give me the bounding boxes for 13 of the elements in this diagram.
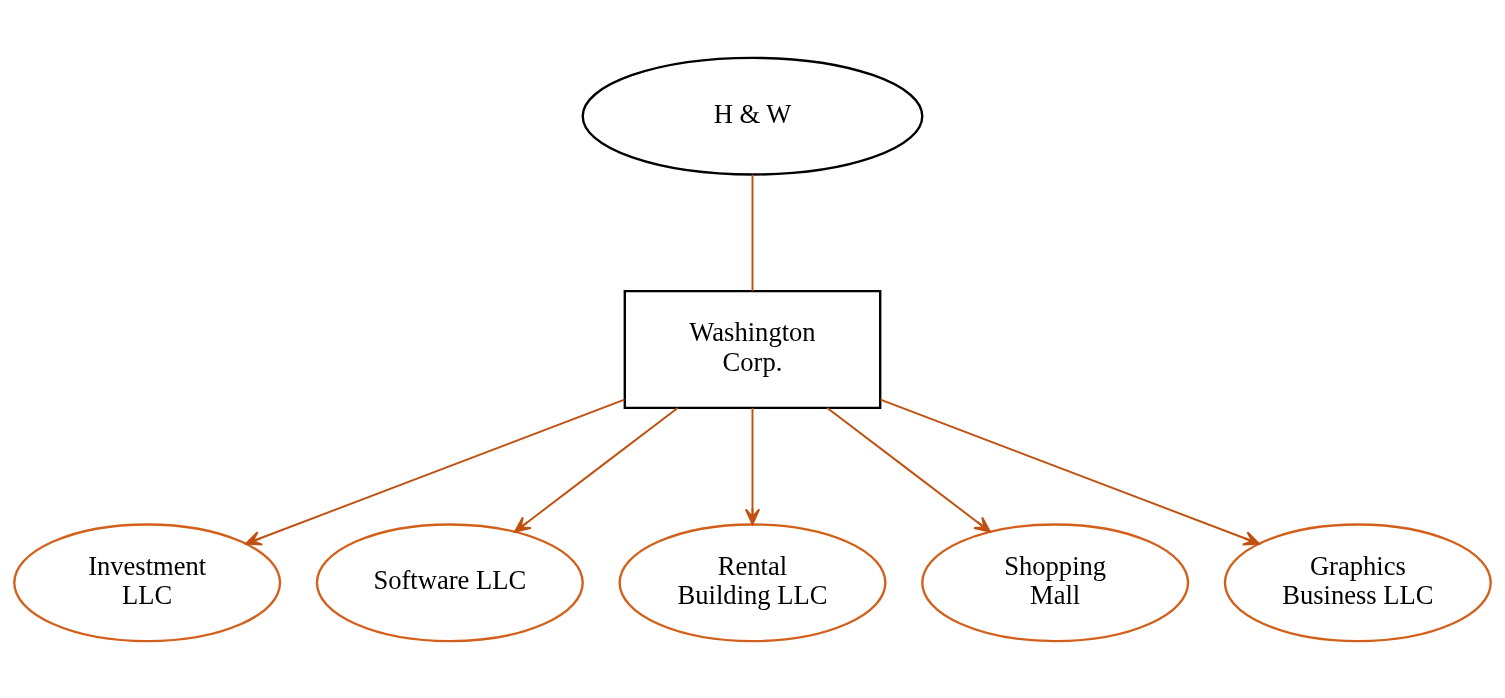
node-ellipse: H & W [581,56,924,176]
arrow [744,406,761,525]
connector [751,173,754,292]
node-ellipse: Graphics Business LLC [1223,522,1492,642]
node-box: Washington Corp. [623,289,882,409]
node-ellipse: Rental Building LLC [618,522,887,642]
node-ellipse: Software LLC [315,522,584,642]
arrow [826,406,991,533]
node-ellipse: Shopping Mall [921,522,1190,642]
node-ellipse: Investment LLC [13,522,282,642]
arrow [879,398,1260,546]
arrow [245,398,626,546]
arrow [514,406,679,533]
